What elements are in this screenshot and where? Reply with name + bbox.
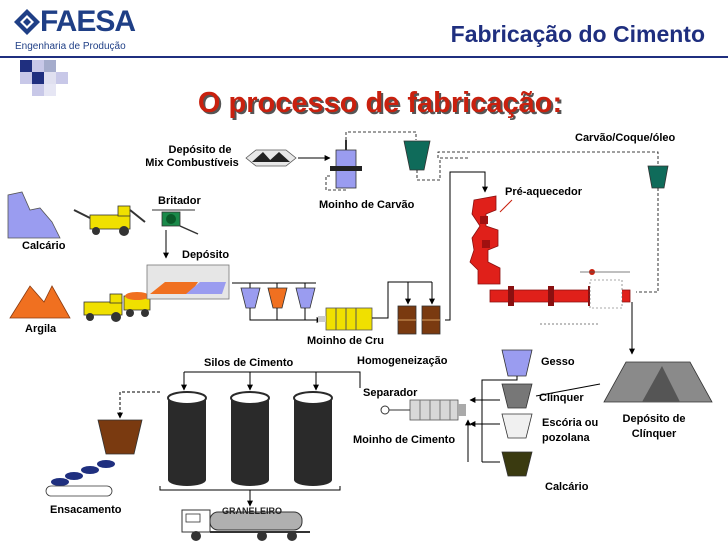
- label-deposito-clinquer-1: Depósito de: [622, 413, 686, 425]
- label-graneleiro: GRANELEIRO: [222, 506, 283, 516]
- label-escoria-2: pozolana: [542, 432, 590, 444]
- label-deposito-mix-1: Depósito de: [168, 144, 232, 156]
- graneleiro-truck-icon: [181, 509, 310, 541]
- label-moinho-carvao: Moinho de Carvão: [319, 199, 415, 211]
- logo-subtitle: Engenharia de Produção: [15, 41, 126, 52]
- carvao-hopper-icon: [403, 140, 431, 171]
- pre-aquecedor-tower-icon: [469, 195, 501, 285]
- label-escoria-1: Escória ou: [542, 417, 599, 429]
- label-gesso: Gesso: [541, 356, 575, 368]
- deposito-stockpile-icon: [146, 264, 230, 300]
- bags-conveyor-icon: [45, 460, 115, 497]
- header-rule: [0, 56, 728, 58]
- moinho-cru-mill-icon: [318, 307, 373, 331]
- label-deposito-clinquer-2: Clínquer: [631, 428, 677, 440]
- excavator-icon: [83, 292, 151, 322]
- ensacamento-hopper-icon: [97, 419, 143, 455]
- label-pre-aquecedor: Pré-aquecedor: [505, 186, 583, 198]
- label-ensacamento: Ensacamento: [50, 504, 122, 516]
- kiln-rotary-icon: [489, 269, 631, 309]
- label-calcario-top: Calcário: [22, 240, 66, 252]
- excavator-icon: [73, 205, 146, 236]
- homogeneizacao-silos-icon: [397, 305, 441, 335]
- escoria-hopper-icon: [501, 413, 533, 439]
- decorative-squares: [20, 60, 70, 100]
- label-separador: Separador: [363, 387, 418, 399]
- argila-pile-icon: [9, 285, 71, 319]
- label-clinquer: Clínquer: [539, 392, 584, 404]
- logo-text: FAESA: [40, 5, 136, 38]
- mix-combustiveis-deposit-icon: [245, 149, 297, 167]
- britador-crusher-icon: [152, 209, 199, 235]
- calcario-pile-icon: [7, 191, 61, 239]
- label-moinho-cru: Moinho de Cru: [307, 335, 384, 347]
- label-homogeneizacao: Homogeneização: [357, 355, 448, 367]
- carvao-coque-hopper-icon: [647, 165, 669, 189]
- label-deposito: Depósito: [182, 249, 230, 261]
- faesa-logo-icon: [14, 9, 40, 35]
- moinho-cimento-mill-icon: [380, 399, 466, 421]
- label-argila: Argila: [25, 323, 57, 335]
- label-britador: Britador: [158, 195, 201, 207]
- label-silos-cimento: Silos de Cimento: [204, 357, 294, 369]
- clinquer-hopper-icon: [501, 383, 533, 409]
- label-deposito-mix-2: Mix Combustíveis: [145, 157, 239, 169]
- gesso-hopper-icon: [501, 349, 533, 377]
- faesa-logo: [14, 9, 40, 35]
- slide-title: Fabricação do Cimento: [450, 21, 705, 47]
- label-moinho-cimento: Moinho de Cimento: [353, 434, 456, 446]
- moinho-carvao-mill-icon: [330, 140, 362, 189]
- label-calcario-bottom: Calcário: [545, 481, 589, 493]
- process-heading: O processo de fabricação:: [197, 87, 563, 119]
- label-carvao-coque-oleo: Carvão/Coque/óleo: [575, 132, 676, 144]
- silos-cimento-icon: [167, 391, 333, 486]
- raw-material-hoppers: [240, 287, 316, 309]
- calcario-hopper-icon: [501, 451, 533, 477]
- deposito-clinquer-icon: [603, 361, 713, 403]
